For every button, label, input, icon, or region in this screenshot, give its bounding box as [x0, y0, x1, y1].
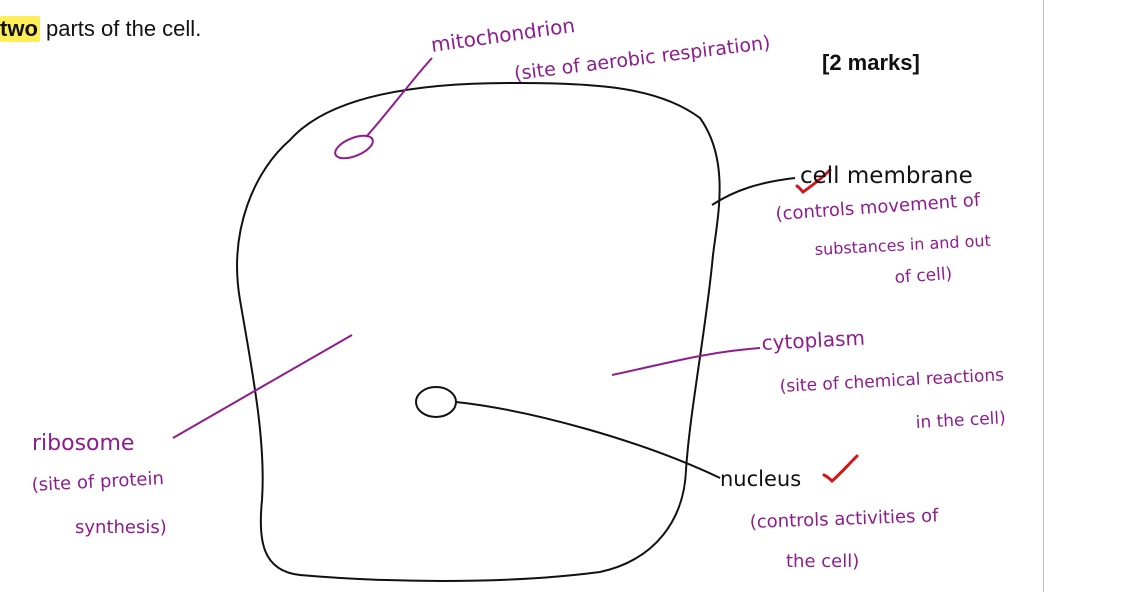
cytoplasm-pointer — [612, 348, 760, 375]
label-cytoplasm: cytoplasm — [761, 326, 865, 355]
label-ribosome: ribosome — [32, 431, 134, 456]
note-nucleus-line-1: (controls activities of — [749, 505, 939, 533]
cell-membrane-pointer — [712, 178, 795, 205]
mitochondrion-shape — [332, 131, 376, 163]
note-cytoplasm-line-1: (site of chemical reactions — [779, 365, 1004, 397]
note-cytoplasm-line-2: in the cell) — [915, 408, 1006, 433]
mitochondrion-pointer — [366, 58, 432, 137]
note-cell-membrane-line-1: (controls movement of — [775, 190, 982, 225]
ribosome-pointer — [173, 335, 352, 438]
tick-mark-icon — [824, 456, 857, 481]
note-ribosome-line-1: (site of protein — [31, 468, 164, 496]
nucleus-shape — [416, 387, 456, 417]
label-mitochondrion: mitochondrion — [429, 13, 576, 57]
nucleus-pointer — [456, 402, 720, 478]
label-nucleus: nucleus — [720, 467, 801, 491]
note-cell-membrane-line-3: of cell) — [894, 264, 953, 288]
cell-outline — [237, 83, 720, 581]
note-cell-membrane-line-2: substances in and out — [814, 231, 991, 259]
label-cell-membrane: cell membrane — [800, 163, 973, 189]
note-nucleus-line-2: the cell) — [786, 551, 859, 572]
note-ribosome-line-2: synthesis) — [75, 517, 167, 538]
